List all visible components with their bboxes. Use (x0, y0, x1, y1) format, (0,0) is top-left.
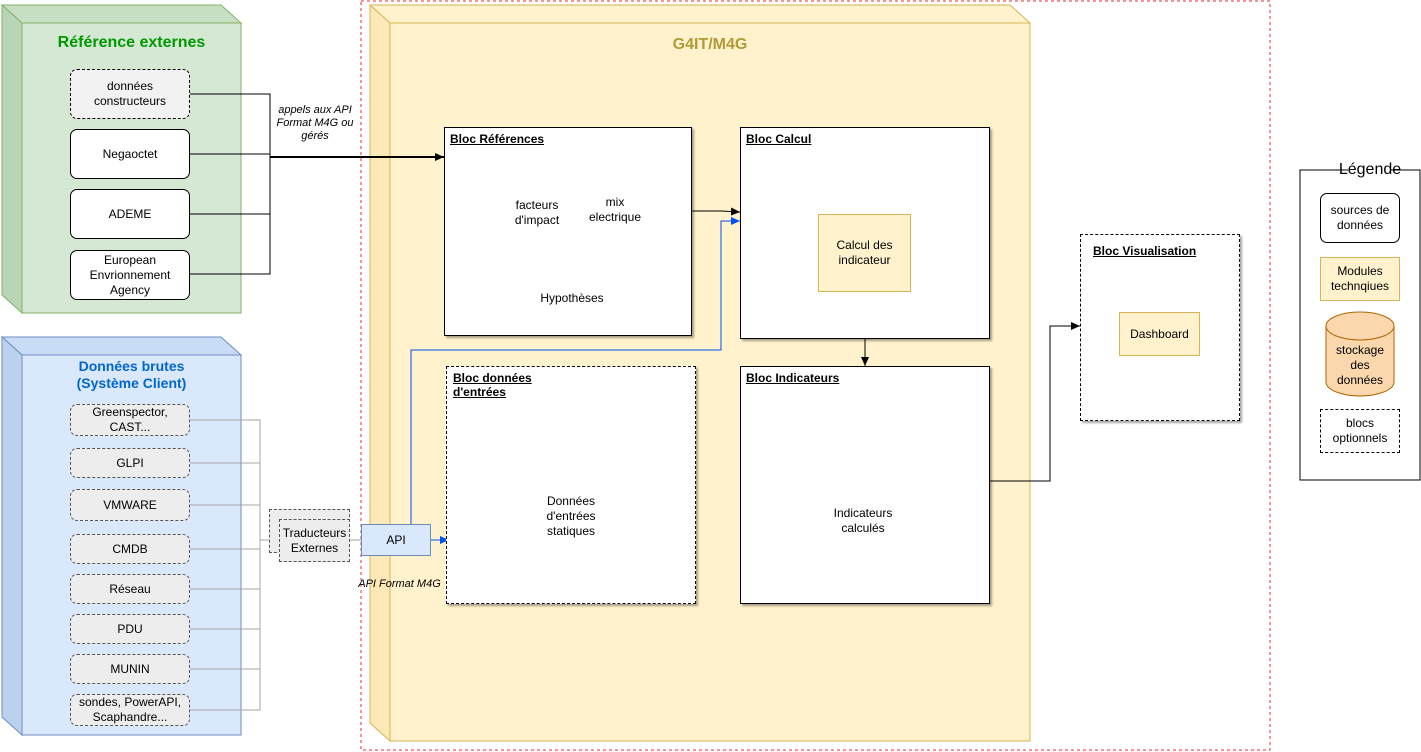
donnees-brutes-title: Données brutes (Système Client) (22, 358, 241, 392)
references-to-calcul-arrow (692, 207, 741, 216)
source-ademe[interactable]: ADEME (70, 189, 190, 239)
db-hypotheses: Hypothèses (540, 290, 604, 305)
db-facteurs-impact: facteurs d'impact (514, 198, 560, 227)
legend-sources: sources de données (1320, 193, 1400, 243)
g4it-title: G4IT/M4G (672, 36, 748, 53)
donnees-brutes-title-line1: Données brutes (78, 358, 185, 374)
raw-source-cmdb[interactable]: CMDB (70, 534, 190, 564)
bloc-donnees-entrees[interactable]: Bloc données d'entrées (446, 366, 696, 604)
source-european-agency[interactable]: European Envrionnement Agency (70, 250, 190, 300)
source-negaoctet[interactable]: Negaoctet (70, 129, 190, 179)
api-box[interactable]: API (361, 524, 431, 556)
bloc-donnees-title-line1: Bloc données (453, 371, 532, 385)
legend-modules: Modules technqiues (1320, 257, 1400, 301)
module-dashboard[interactable]: Dashboard (1119, 312, 1200, 356)
legend-blocs-optionnels: blocs optionnels (1320, 409, 1400, 453)
legend-stockage: stockage des données (1335, 342, 1385, 387)
raw-source-vmware[interactable]: VMWARE (70, 489, 190, 521)
bloc-calcul-title: Bloc Calcul (746, 132, 812, 146)
bloc-indicateurs[interactable]: Bloc Indicateurs (740, 366, 990, 604)
donnees-brutes-title-line2: (Système Client) (76, 375, 187, 391)
raw-source-greenspector[interactable]: Greenspector, CAST... (70, 404, 190, 436)
raw-source-glpi[interactable]: GLPI (70, 448, 190, 478)
bloc-donnees-title-line2: d'entrées (453, 385, 506, 399)
db-donnees-statiques: Données d'entrées statiques (546, 493, 596, 538)
raw-source-munin[interactable]: MUNIN (70, 654, 190, 684)
legende-title: Légende (1338, 161, 1402, 178)
legende-frame (1299, 169, 1421, 481)
db-indicateurs-calcules: Indicateurs calculés (833, 506, 893, 535)
raw-connectors (190, 419, 361, 711)
bloc-indicateurs-title: Bloc Indicateurs (746, 371, 840, 385)
db-mix-electrique: mix electrique (588, 195, 642, 224)
api-to-calcul-arrow (410, 217, 740, 524)
raw-source-reseau[interactable]: Réseau (70, 574, 190, 604)
legend-db-shape (1325, 311, 1395, 397)
reference-connectors (190, 93, 271, 275)
bloc-references[interactable]: Bloc Références (444, 127, 692, 336)
indicateurs-to-visualisation-arrow (990, 322, 1080, 482)
source-donnees-constructeurs[interactable]: données constructeurs (70, 69, 190, 119)
raw-source-pdu[interactable]: PDU (70, 614, 190, 644)
api-calls-label: appels aux API Format M4G ou gérés (276, 104, 354, 142)
raw-source-sondes[interactable]: sondes, PowerAPI, Scaphandre... (70, 694, 190, 726)
api-format-label: API Format M4G (358, 578, 441, 590)
module-calcul-indicateur[interactable]: Calcul des indicateur (818, 214, 911, 292)
bloc-donnees-title: Bloc données d'entrées (453, 371, 532, 399)
traducteurs-externes[interactable]: Traducteurs Externes (279, 519, 350, 562)
bloc-visualisation-title: Bloc Visualisation (1093, 244, 1197, 258)
reference-externes-title: Référence externes (57, 34, 206, 51)
g4it-outer-frame (360, 0, 1271, 751)
bloc-references-title: Bloc Références (450, 132, 545, 146)
